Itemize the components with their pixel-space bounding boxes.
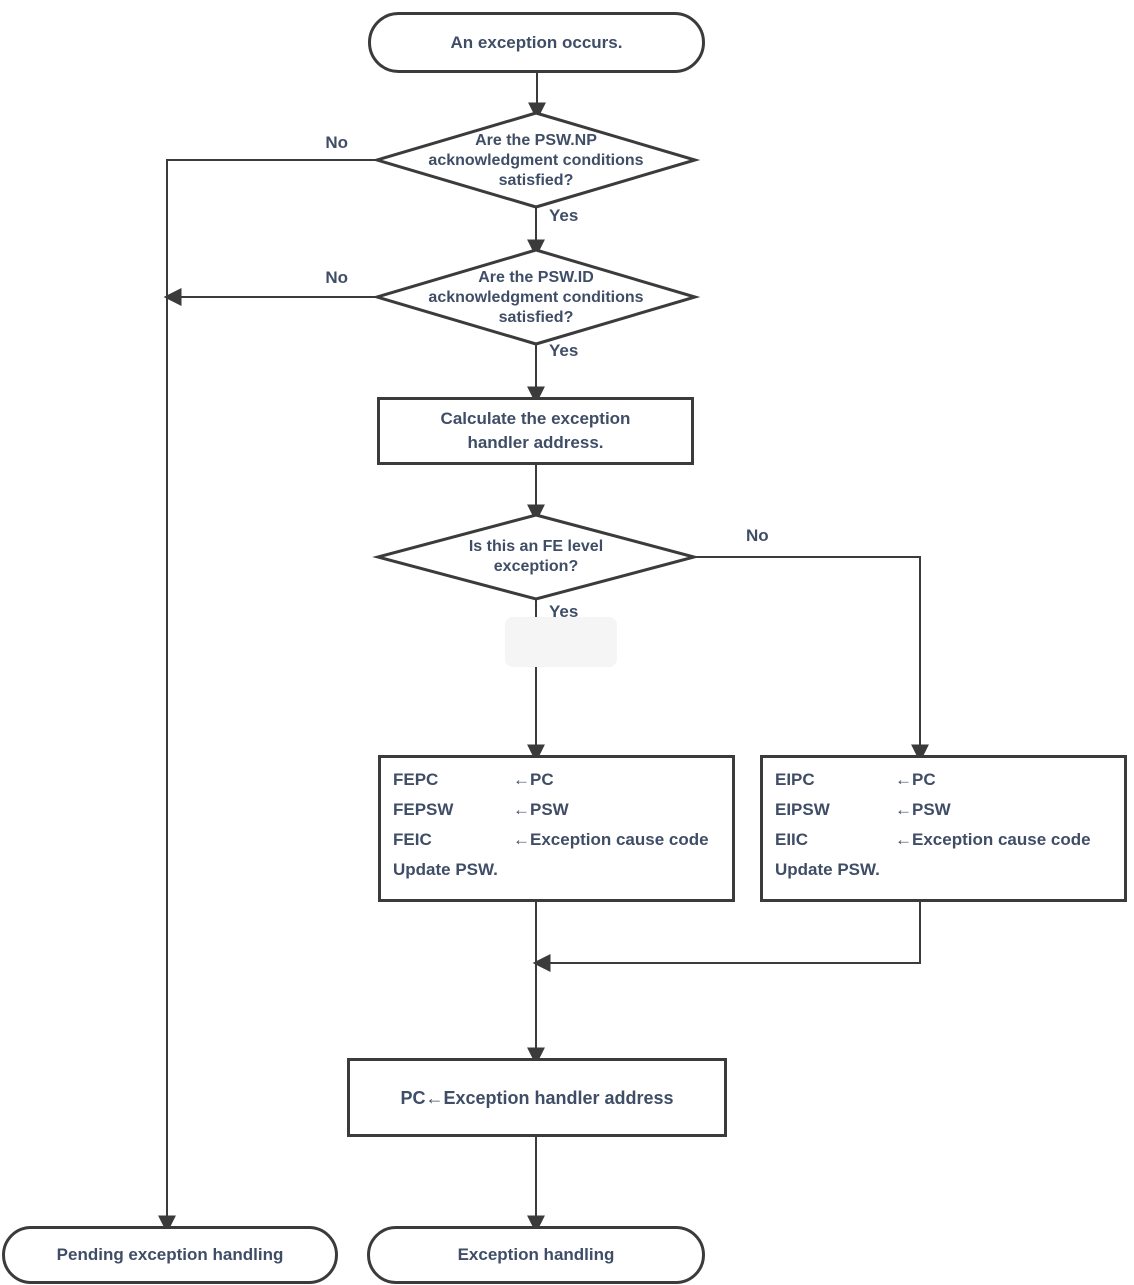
highlight-artifact xyxy=(505,617,617,667)
decision-psw-np-label: Are the PSW.NP acknowledgment conditions… xyxy=(396,131,676,191)
feic-name: FEIC xyxy=(393,830,432,849)
eipsw-name: EIPSW xyxy=(775,800,830,819)
fe-update-psw: Update PSW. xyxy=(393,860,498,879)
fepsw-name: FEPSW xyxy=(393,800,454,819)
calculate-line1: Calculate the exception xyxy=(440,409,631,428)
eipc-value: ←PC xyxy=(895,770,936,789)
decision-fe-level-label: Is this an FE level exception? xyxy=(396,537,676,577)
eiic-name: EIIC xyxy=(775,830,809,849)
pending-exception-label: Pending exception handling xyxy=(56,1245,284,1264)
calculate-address-label: Calculate the exception handler address. xyxy=(441,407,631,455)
edge-ei-box-merge xyxy=(532,902,921,972)
decision-psw-id-yes-label: Yes xyxy=(549,341,579,360)
eiic-value: ←Exception cause code xyxy=(895,830,1091,849)
fepc-name: FEPC xyxy=(393,770,439,789)
ei-register-box: EIPC ←PC EIPSW ←PSW EIIC ←Exception caus… xyxy=(760,755,1127,902)
decision-psw-id-no-label: No xyxy=(325,268,348,287)
ei-row-eiic: EIIC ←Exception cause code xyxy=(775,825,1118,855)
calculate-line2: handler address. xyxy=(467,433,604,452)
eipsw-value: ←PSW xyxy=(895,800,951,819)
pc-assignment-process: PC←Exception handler address xyxy=(347,1058,727,1137)
eipc-name: EIPC xyxy=(775,770,815,789)
decision-psw-np-line3: satisfied? xyxy=(498,172,574,189)
decision-fe-level-shape xyxy=(372,513,700,601)
decision-psw-id-label: Are the PSW.ID acknowledgment conditions… xyxy=(396,268,676,328)
decision-fe-level-line2: exception? xyxy=(493,558,579,575)
ei-update-psw: Update PSW. xyxy=(775,860,880,879)
edge-d1-no-to-pending xyxy=(158,159,377,1234)
decision-psw-id-shape xyxy=(371,248,701,346)
decision-fe-level-no-label: No xyxy=(746,526,769,545)
calculate-address-process: Calculate the exception handler address. xyxy=(377,397,694,465)
decision-psw-np-line2: acknowledgment conditions xyxy=(428,152,644,169)
decision-psw-np-line1: Are the PSW.NP xyxy=(475,132,597,149)
pc-assignment-label: PC←Exception handler address xyxy=(400,1087,674,1108)
ei-row-eipsw: EIPSW ←PSW xyxy=(775,795,1118,825)
fepc-value: ←PC xyxy=(513,770,554,789)
start-label: An exception occurs. xyxy=(450,32,623,52)
fe-row-feic: FEIC ←Exception cause code xyxy=(393,825,726,855)
fe-register-box: FEPC ←PC FEPSW ←PSW FEIC ←Exception caus… xyxy=(378,755,735,902)
decision-psw-np-yes-label: Yes xyxy=(549,206,579,225)
edge-d3-no-to-ei-box xyxy=(694,556,929,763)
decision-psw-id-line1: Are the PSW.ID xyxy=(478,269,594,286)
start-terminator: An exception occurs. xyxy=(368,12,705,73)
exception-handling-terminator: Exception handling xyxy=(367,1226,705,1284)
feic-value: ←Exception cause code xyxy=(513,830,709,849)
decision-fe-level-line1: Is this an FE level xyxy=(468,538,604,555)
pending-exception-terminator: Pending exception handling xyxy=(2,1226,338,1284)
fe-row-fepsw: FEPSW ←PSW xyxy=(393,795,726,825)
fe-row-fepc: FEPC ←PC xyxy=(393,765,726,795)
ei-row-eipc: EIPC ←PC xyxy=(775,765,1118,795)
decision-psw-id-line2: acknowledgment conditions xyxy=(428,289,644,306)
decision-fe-level-yes-label: Yes xyxy=(549,602,579,621)
fepsw-value: ←PSW xyxy=(513,800,569,819)
decision-psw-np-shape xyxy=(371,111,701,209)
decision-psw-id-line3: satisfied? xyxy=(498,309,574,326)
decision-psw-np-no-label: No xyxy=(325,133,348,152)
exception-handling-label: Exception handling xyxy=(457,1245,615,1264)
